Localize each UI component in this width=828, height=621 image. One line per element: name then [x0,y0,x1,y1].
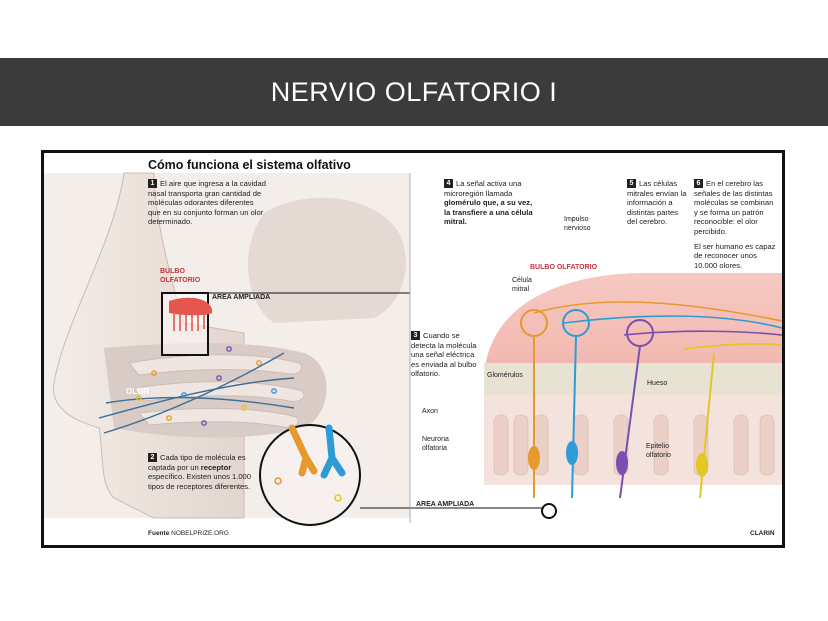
slide-title-banner: NERVIO OLFATORIO I [0,58,828,126]
figure-title: Cómo funciona el sistema olfativo [148,158,351,172]
step-2-text-bold: receptor [200,462,232,472]
step-4-number: 4 [444,179,453,188]
source-label: Fuente [148,530,170,537]
area-ampliada-marker [541,503,557,519]
brain-silhouette [247,197,406,323]
label-bulbo-right: BULBO OLFATORIO [530,264,598,271]
step-5-text: Las células mitrales envían la informaci… [627,179,687,227]
label-area-ampliada-top: AREA AMPLIADA [212,294,271,301]
step-6-text: En el cerebro las señales de las distint… [694,179,774,236]
credit: CLARIN [750,530,775,537]
olfactory-neurons [528,335,715,499]
label-celula-mitral: Célula mitral [512,277,532,293]
label-neurona: Neurona olfatoria [422,436,449,452]
label-axon: Axon [422,408,438,415]
label-olor: OLOR [126,387,150,396]
left-bulb-fibers [173,314,205,331]
label-hueso: Hueso [647,380,668,387]
step-2-number: 2 [148,453,157,462]
label-area-ampliada-bottom: AREA AMPLIADA [416,501,475,508]
receptor-orange [288,424,318,477]
source-line: Fuente NOBELPRIZE.ORG [148,530,229,539]
step-2-text-pre: Cada tipo de molécula es captada por un [148,453,246,472]
left-bulb-shape [169,297,213,316]
label-bulbo-left: BULBO OLFATORIO [160,268,201,284]
step-1-text: El aire que ingresa a la cavidad nasal t… [148,179,266,227]
step-2-text-post: específico. Existen unos 1.000 tipos de … [148,472,252,491]
step-5-number: 5 [627,179,636,188]
step-4-text-bold: glomérulo que, a su vez, la transfiere a… [444,198,533,227]
step-1-number: 1 [148,179,157,188]
nerve-fibers [533,301,782,350]
label-epitelio: Epitelio olfatorio [646,443,671,459]
captured-molecule-yellow [334,494,342,502]
turbinates [128,354,305,428]
label-impulso: Impulso nervioso [564,216,591,232]
source-value: NOBELPRIZE.ORG [171,530,229,537]
air-flow-arrows [98,352,295,434]
bone-layer [484,363,782,395]
slide-title: NERVIO OLFATORIO I [270,76,558,107]
receptor-zoom-circle [259,424,361,526]
captured-molecule-orange [274,477,282,485]
right-bulb-shape [484,273,782,383]
step-6-extra: El ser humano es capaz de reconocer unos… [694,241,776,270]
odorant-molecules [136,346,277,426]
label-glomerulos: Glomérulos [487,372,523,379]
step-3-number: 3 [411,331,420,340]
diagram-artwork [44,172,782,526]
step-4-text-pre: La señal activa una microregión llamada [444,179,522,198]
step-3-text: Cuando se detecta la molécula una señal … [411,331,477,379]
step-6-number: 6 [694,179,703,188]
receptor-blue [320,424,346,479]
